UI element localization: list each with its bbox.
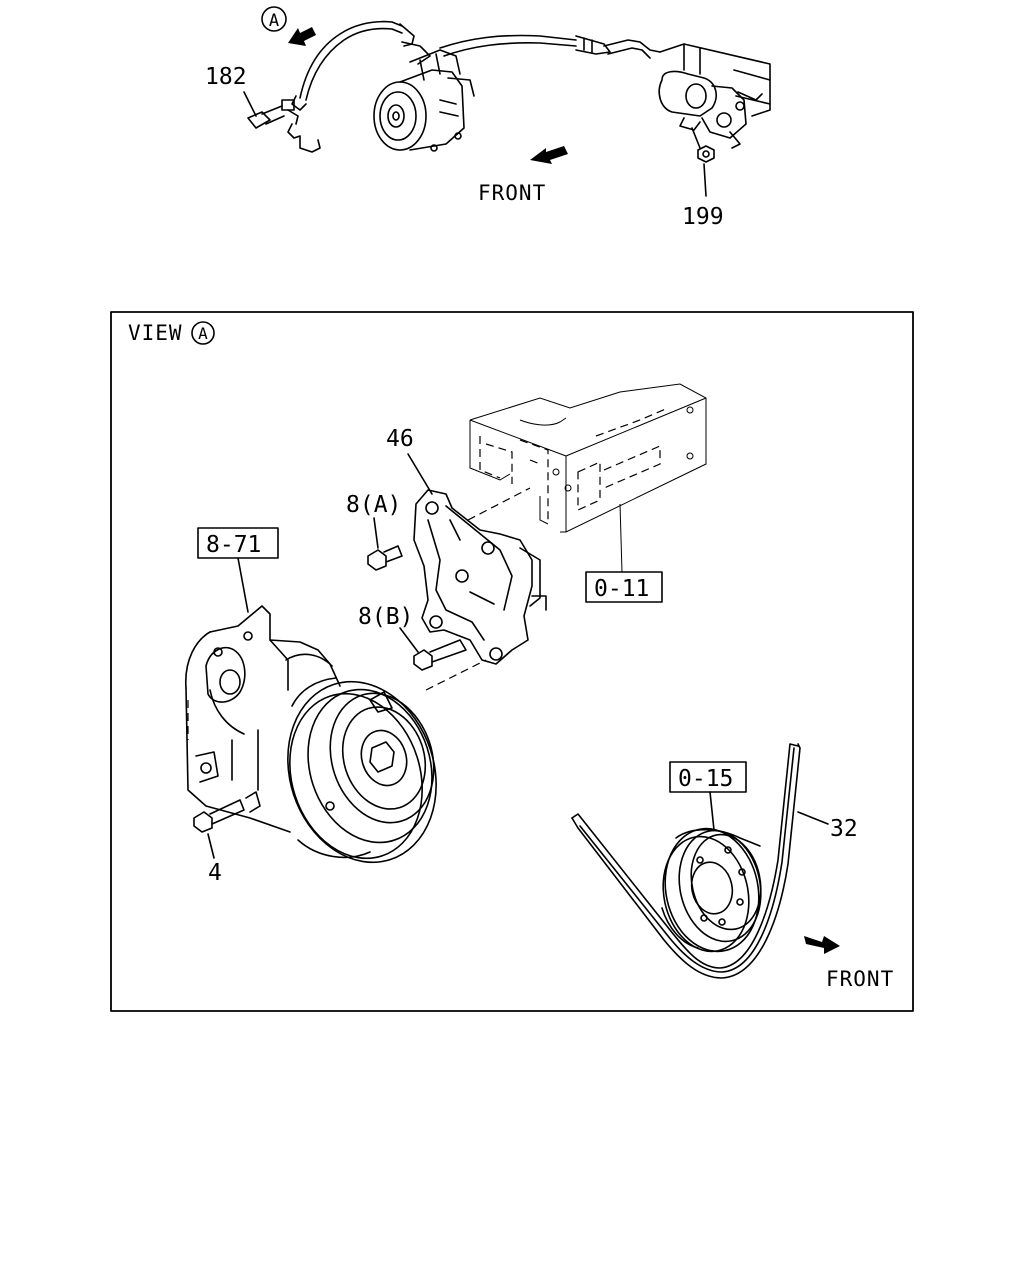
leader-8-71 <box>237 557 249 613</box>
alignment-line-lower <box>425 659 487 691</box>
callout-32: 32 <box>830 816 858 842</box>
callout-199: 199 <box>682 204 724 230</box>
bolt-4 <box>193 799 245 859</box>
engine-block <box>469 383 707 573</box>
view-a-panel: VIEW A 0-11 <box>110 311 914 1012</box>
view-a-arrow-icon <box>288 27 316 46</box>
drive-belt-32 <box>571 743 801 979</box>
nut-199 <box>691 127 715 197</box>
leader-32 <box>797 811 829 825</box>
discharge-hose <box>439 34 661 59</box>
view-title-marker: A <box>191 321 215 345</box>
bolt-182 <box>243 91 285 129</box>
callout-0-11: 0-11 <box>594 576 649 602</box>
svg-text:A: A <box>198 324 208 343</box>
leader-46 <box>407 453 433 495</box>
leader-0-15 <box>709 791 715 831</box>
mounting-bracket-46 <box>413 489 547 665</box>
callout-0-15-box <box>669 761 747 793</box>
callout-182: 182 <box>205 64 247 90</box>
compressor-overview <box>373 41 475 152</box>
callout-0-15: 0-15 <box>678 766 733 792</box>
bolt-8a <box>367 517 403 571</box>
callout-0-11-box <box>585 571 663 603</box>
front-arrow-view-icon <box>804 936 840 954</box>
crank-pulley <box>661 827 762 953</box>
front-arrow-icon <box>530 146 568 164</box>
alignment-line-upper <box>467 487 531 521</box>
callout-8-71: 8-71 <box>206 532 261 558</box>
callout-8b: 8(B) <box>358 604 413 630</box>
svg-text:A: A <box>269 11 279 31</box>
view-a-marker: A <box>261 6 287 32</box>
top-overview: A 182 <box>205 6 771 230</box>
front-label-view: FRONT <box>826 967 894 991</box>
bolt-8b <box>399 627 467 671</box>
view-title: VIEW <box>128 321 183 345</box>
front-label-top: FRONT <box>478 181 546 205</box>
callout-8a: 8(A) <box>346 492 401 518</box>
compressor-assembly <box>185 605 437 864</box>
suction-hose <box>281 20 415 153</box>
callout-46: 46 <box>386 426 414 452</box>
callout-4: 4 <box>208 860 222 886</box>
receiver-unit <box>658 43 771 149</box>
